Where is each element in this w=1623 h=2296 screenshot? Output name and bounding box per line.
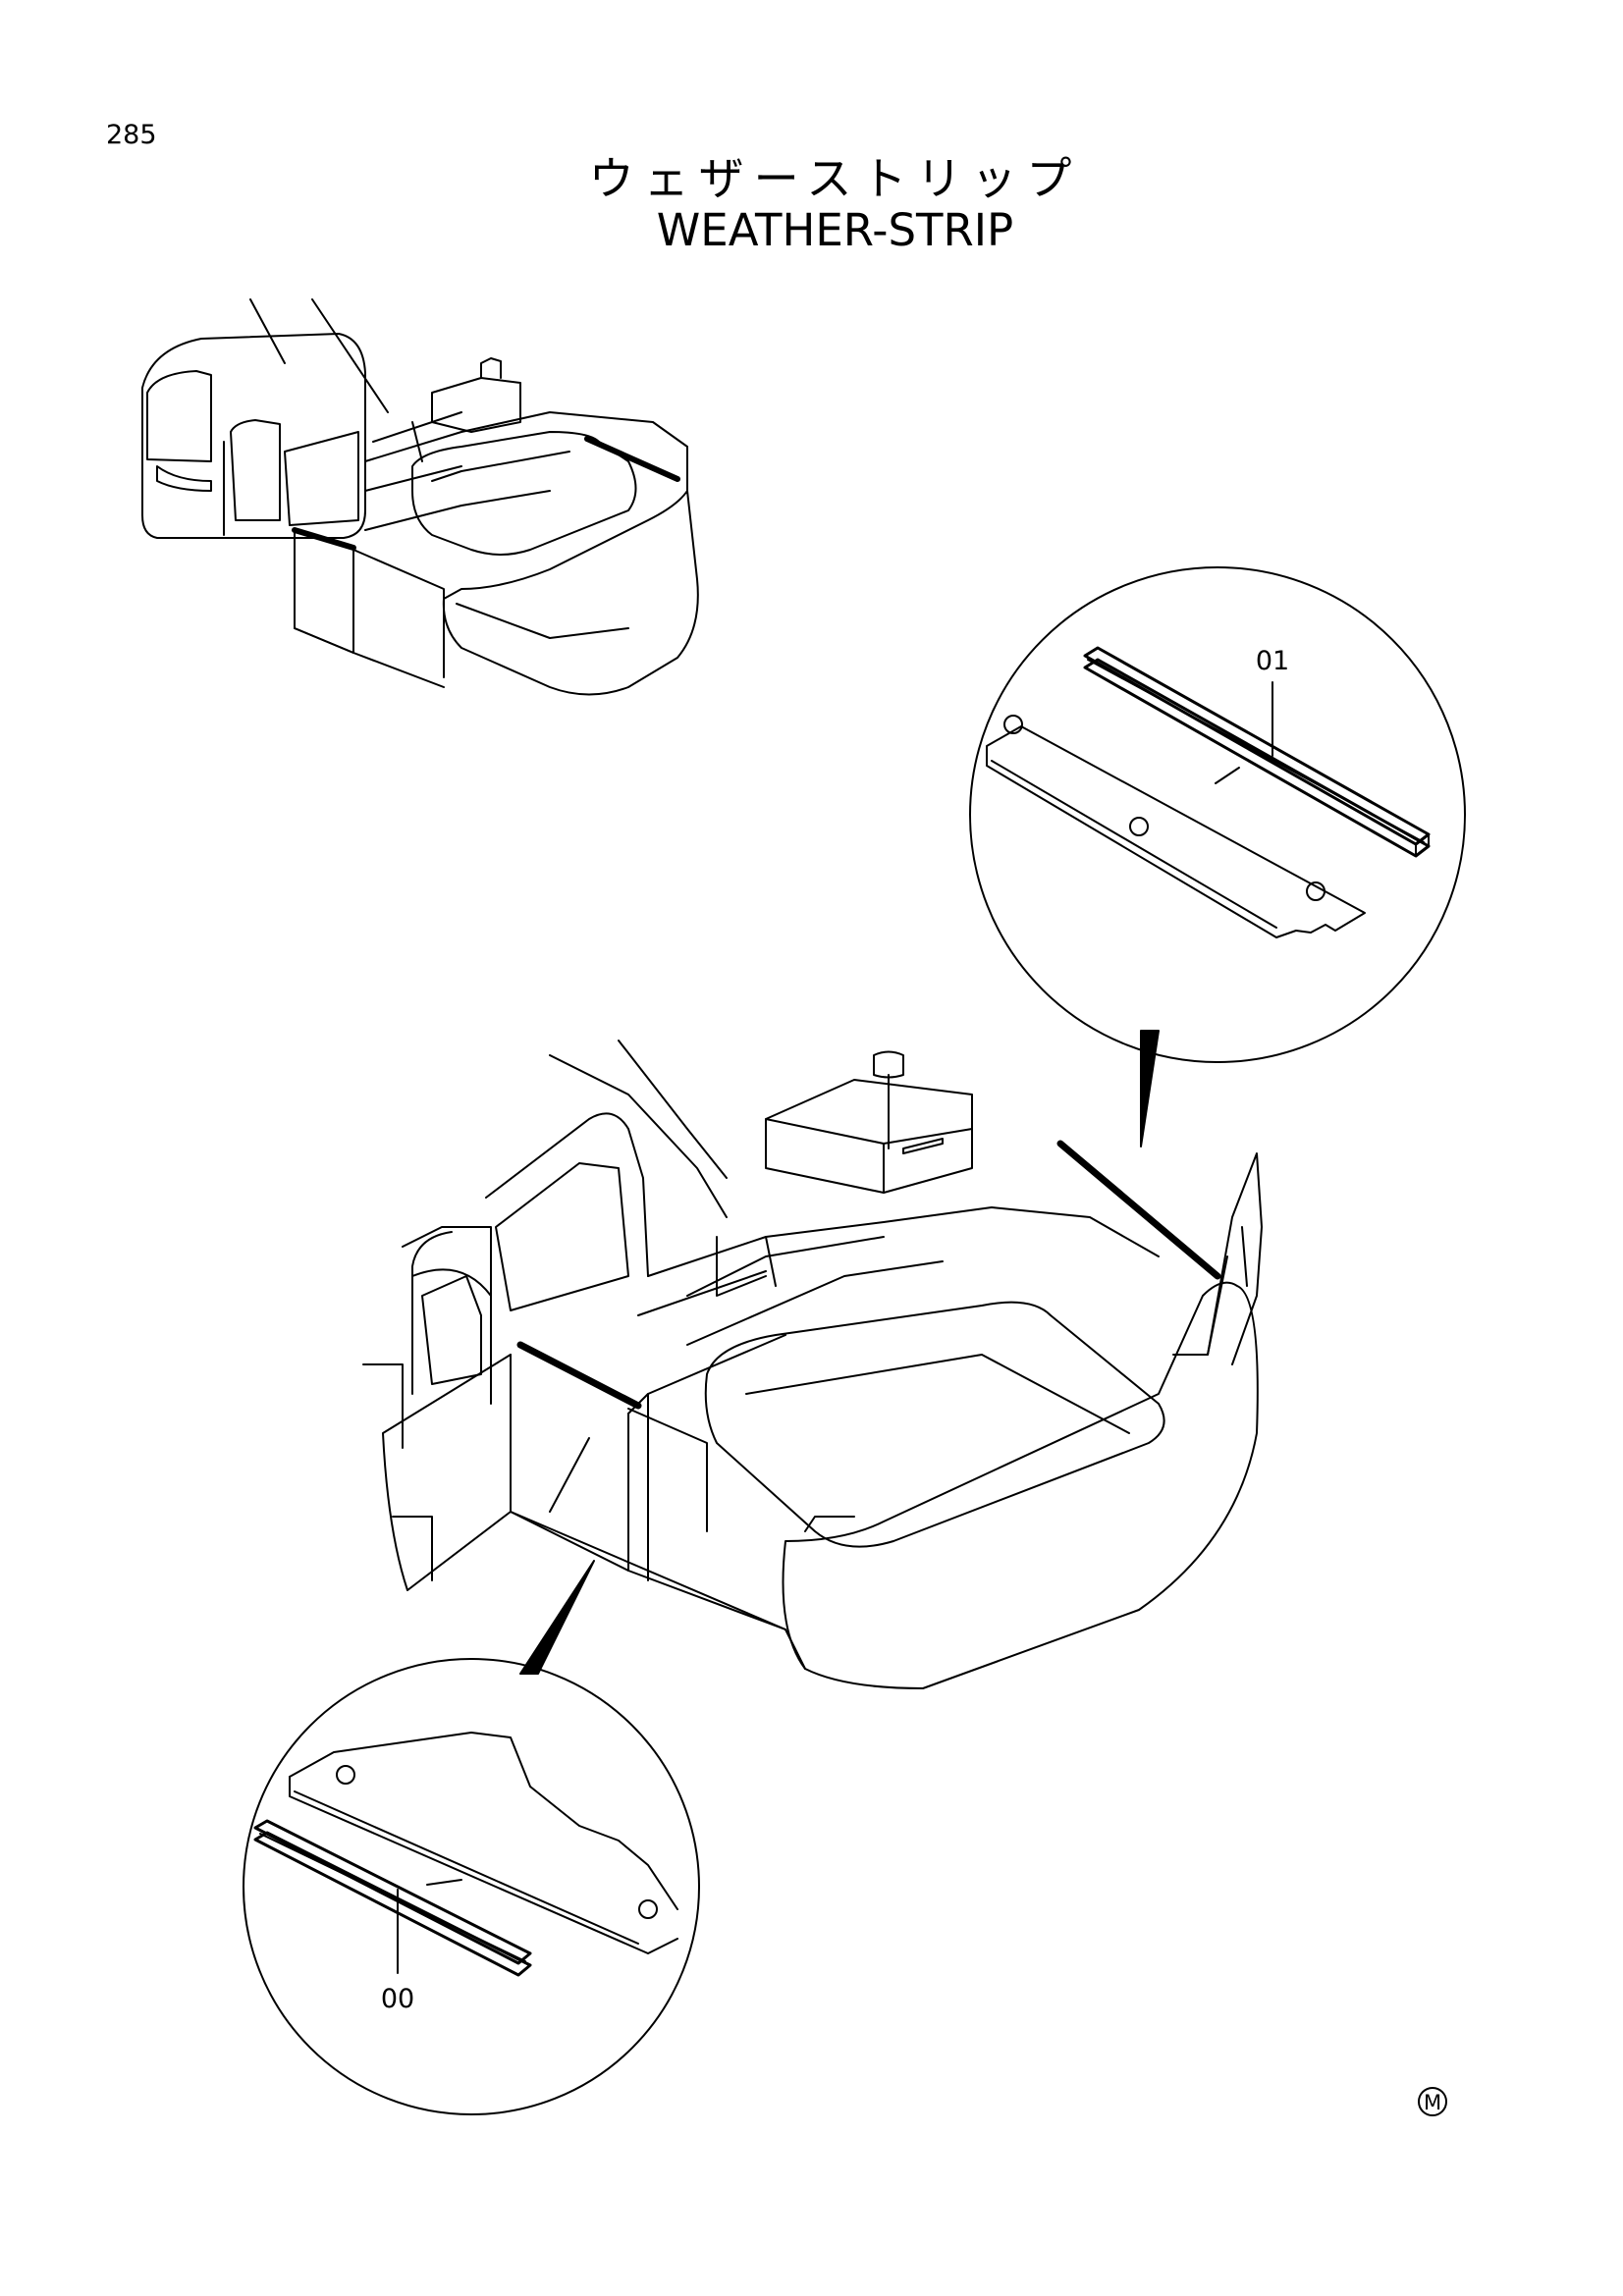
corner-mark-letter: M — [1424, 2091, 1441, 2114]
callout-00: 00 — [381, 1984, 414, 2014]
corner-mark-circle — [1418, 2087, 1447, 2116]
callout-01: 01 — [1256, 646, 1289, 676]
detail-circle-lower — [243, 1560, 700, 2115]
overview-machine-small — [141, 298, 699, 696]
main-machine-view — [362, 1040, 1263, 1689]
page-number: 285 — [106, 120, 157, 150]
title-japanese: ウェザーストリップ — [588, 152, 1082, 205]
detail-circle-upper — [969, 566, 1466, 1148]
title-english: WEATHER-STRIP — [656, 204, 1014, 256]
